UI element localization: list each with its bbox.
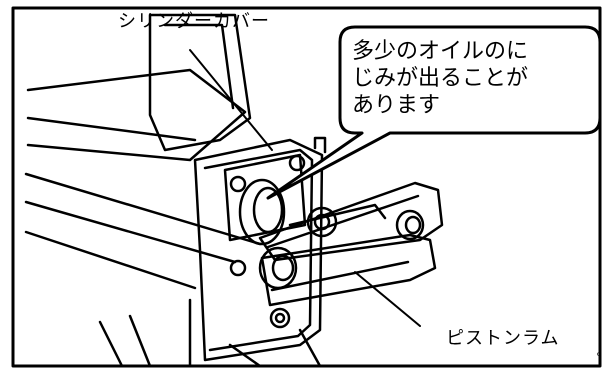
housing-top [148,13,252,152]
base-leg-right [298,328,322,368]
callout-bubble [266,25,602,200]
bolt-bottom-inner [274,312,286,324]
callout-line-2: じみが出ることが [352,66,529,91]
ram-shaft [288,203,387,227]
cylinder-block [193,138,324,362]
ram-pin-left-inner [271,254,295,282]
beam-lower-left [24,230,197,290]
ram-center-pin-inner [313,213,331,231]
base-leg-left [98,320,124,368]
ram-pin-right-inner [404,215,422,235]
ram-upper-arm-edge [266,194,420,249]
callout-text: 多少のオイルのに じみが出ることが あります [352,38,588,119]
housing-inner [163,23,235,110]
bolt-left-mid [229,259,247,277]
cylinder-block-face [203,148,314,352]
cylinder-cover-label: シリンダーカバー [118,11,270,32]
ram-center-pin [306,206,338,238]
ram-upper-arm [258,181,444,262]
bolt-bottom [269,307,291,329]
leader-piston-ram [354,271,421,327]
beam-top-face [26,68,247,162]
callout-line-1: 多少のオイルのに [352,39,529,64]
bolt-top-left [229,175,247,193]
ram-lower-arm-edge [270,260,410,292]
base-leg-left-2 [128,314,152,368]
beam-bottom-top [24,172,262,246]
callout-line-3: あります [352,93,441,118]
ram-pin-left [258,246,298,290]
ram-pin-right [395,209,425,241]
diagram-frame [11,6,602,368]
seal-ring-inner [252,186,284,234]
beam-upper-edge [26,116,197,142]
corner-mark: ° [596,352,601,363]
piston-ram-label: ピストンラム [446,328,560,349]
top-pin [313,136,327,154]
cylinder-cover-plate [223,153,307,242]
base-leg-right-2 [228,343,262,368]
beam-bottom-bottom [24,200,237,264]
ram-lower-arm [260,233,437,307]
bolt-top-right [288,154,306,172]
seal-ring [238,178,286,246]
leader-cylinder-cover [189,49,273,151]
